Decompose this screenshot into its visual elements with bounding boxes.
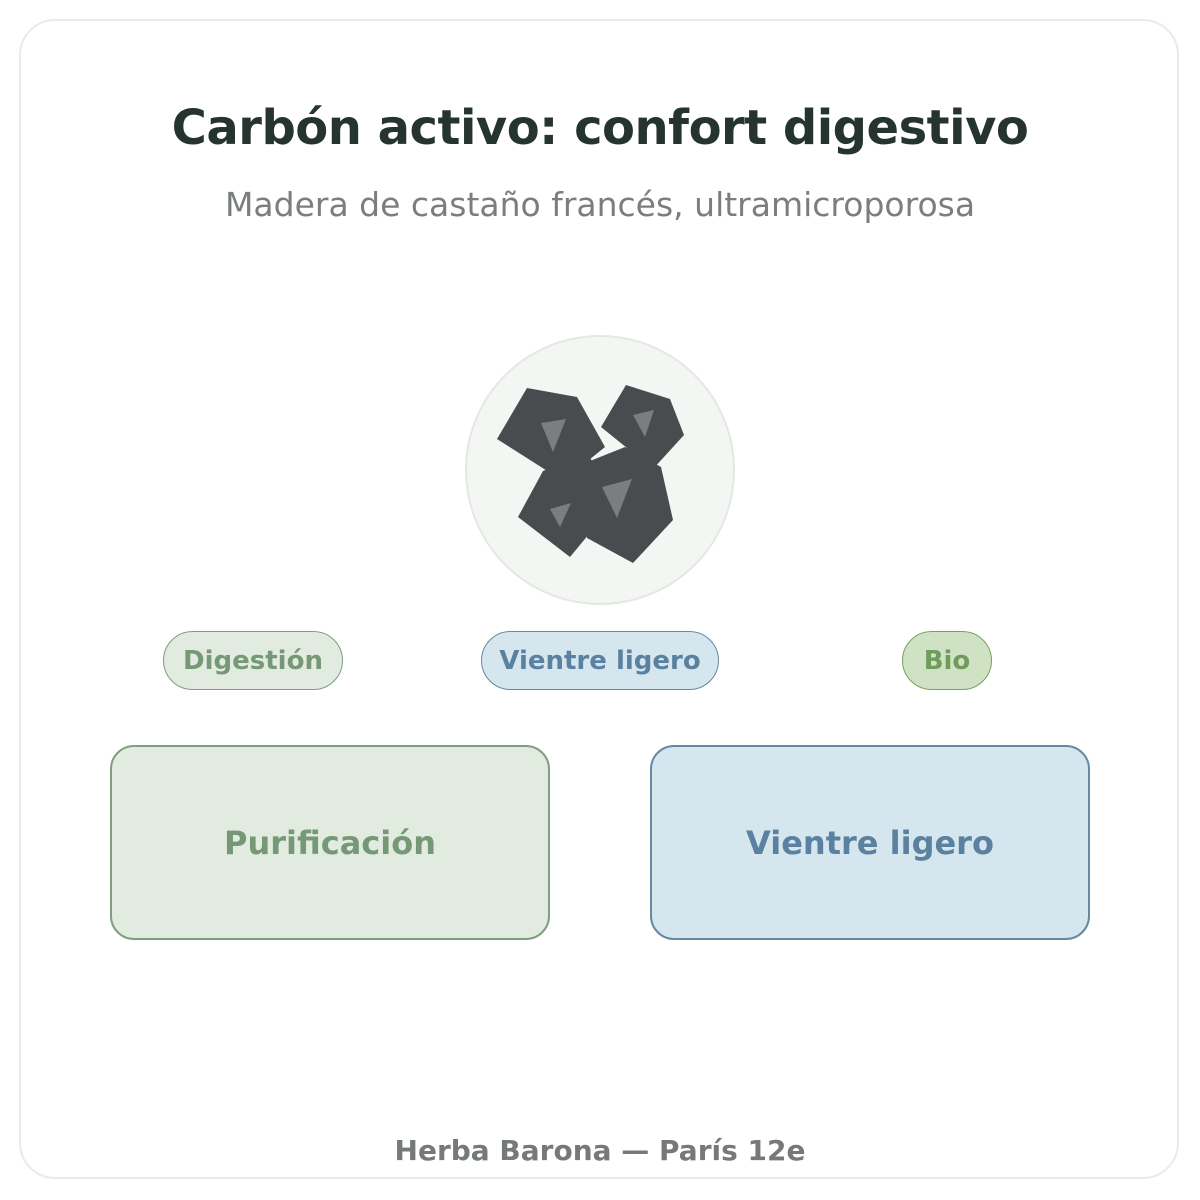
page-subtitle: Madera de castaño francés, ultramicropor… [224,185,976,224]
tag-vientre-ligero: Vientre ligero [481,631,719,690]
tag-bio: Bio [902,631,992,690]
charcoal-pieces-icon [465,335,735,605]
footer-brand: Herba Barona — París 12e [394,1134,806,1167]
tag-digestion: Digestión [163,631,343,690]
benefit-purificacion: Purificación [110,745,550,940]
page-title: Carbón activo: confort digestivo [171,100,1029,156]
benefit-vientre-ligero: Vientre ligero [650,745,1090,940]
